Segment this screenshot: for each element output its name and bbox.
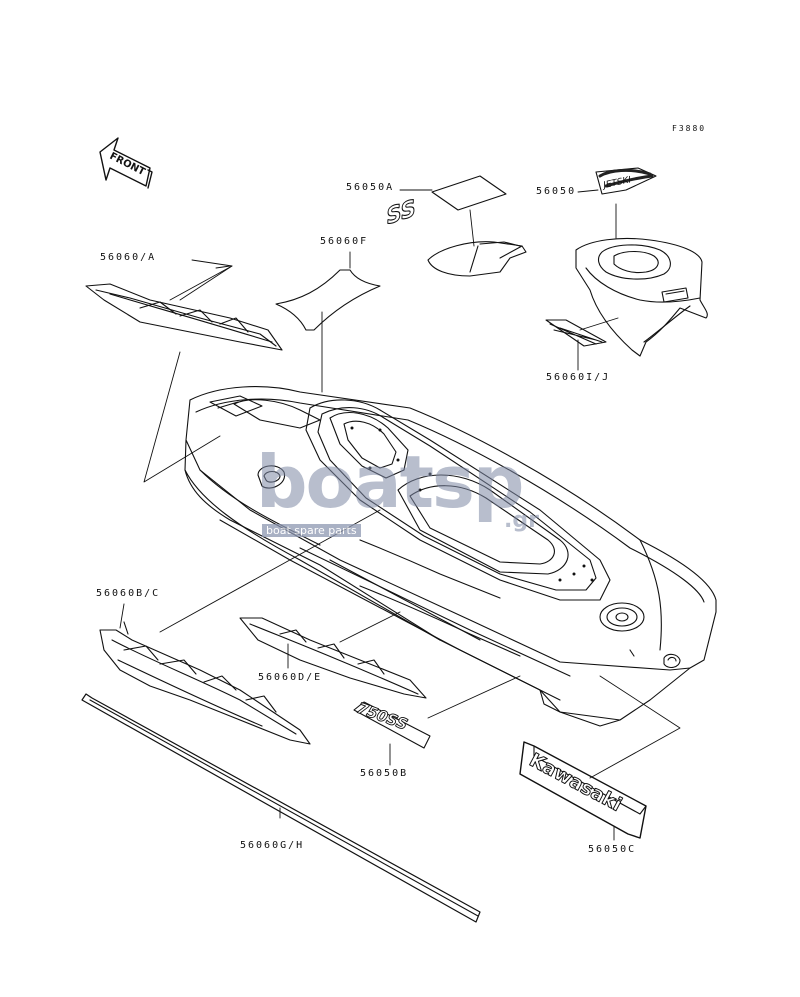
hull <box>184 386 717 727</box>
decal-jetski: JETSKI <box>595 167 657 195</box>
part-56060GH[interactable]: 56060G/H <box>240 840 305 851</box>
part-56050A[interactable]: 56050A <box>346 182 395 193</box>
decal-ss-text: SS <box>386 195 416 231</box>
part-56050[interactable]: 56050 <box>536 186 577 197</box>
figure-code: F3880 <box>672 124 707 133</box>
watermark-suffix: .gr <box>504 508 539 533</box>
front-arrow-icon: FRONT <box>99 137 153 189</box>
decal-750ss-text: 750SS <box>355 699 410 734</box>
part-56050B[interactable]: 56050B <box>360 768 409 779</box>
deck-tray <box>305 399 611 601</box>
decal-de <box>239 617 427 699</box>
decal-ij <box>545 319 607 347</box>
leader-lines <box>119 189 681 841</box>
part-56060IJ[interactable]: 56060I/J <box>546 372 611 383</box>
decal-750ss: 750SS <box>353 698 431 749</box>
decal-bc <box>99 621 311 745</box>
part-56060A[interactable]: 56060/A <box>100 252 157 263</box>
decal-ss: SS <box>385 175 507 231</box>
part-56050C[interactable]: 56050C <box>588 844 637 855</box>
watermark-logo: boatsp <box>256 440 524 524</box>
decal-f <box>275 269 381 331</box>
seat-cushion-part <box>427 241 527 277</box>
watermark-subtitle: boat spare parts <box>262 524 361 537</box>
seat-cover <box>575 237 708 357</box>
decal-long-stripe <box>81 693 481 923</box>
part-56060DE[interactable]: 56060D/E <box>258 672 323 683</box>
part-56060BC[interactable]: 56060B/C <box>96 588 161 599</box>
part-56060F[interactable]: 56060F <box>320 236 369 247</box>
decal-stripe-a <box>85 283 283 351</box>
decal-kawasaki: Kawasaki <box>519 741 647 839</box>
